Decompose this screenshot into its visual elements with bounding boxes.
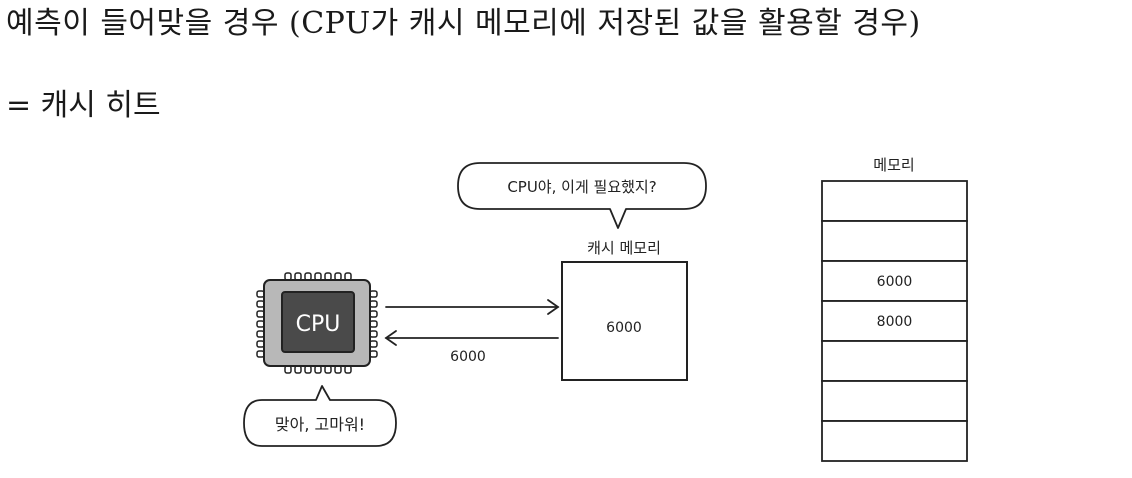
cpu-chip: CPU bbox=[256, 272, 378, 374]
cpu-pin bbox=[284, 272, 292, 281]
cpu-pin bbox=[314, 365, 322, 374]
cpu-pin bbox=[369, 310, 378, 318]
cpu-pin bbox=[369, 330, 378, 338]
cpu-pin bbox=[344, 272, 352, 281]
cache-value: 6000 bbox=[606, 320, 642, 336]
page-heading: 예측이 들어맞을 경우 (CPU가 캐시 메모리에 저장된 값을 활용할 경우) bbox=[6, 6, 921, 41]
memory-cell bbox=[821, 380, 968, 422]
memory-title: 메모리 bbox=[873, 156, 914, 174]
cpu-reply-bubble: 맞아, 고마워! bbox=[243, 385, 397, 447]
cpu-pin bbox=[304, 272, 312, 281]
cpu-pin bbox=[369, 300, 378, 308]
cache-bubble-text: CPU야, 이게 필요했지? bbox=[507, 178, 656, 196]
memory-cell-value: 8000 bbox=[877, 314, 913, 330]
cpu-pin bbox=[256, 290, 265, 298]
cpu-pin bbox=[369, 320, 378, 328]
cpu-pin bbox=[256, 340, 265, 348]
cpu-pin bbox=[256, 320, 265, 328]
cpu-pin bbox=[369, 350, 378, 358]
memory-cell bbox=[821, 420, 968, 462]
cpu-pin bbox=[369, 290, 378, 298]
memory-cell bbox=[821, 180, 968, 222]
cpu-pin bbox=[324, 365, 332, 374]
memory-cell bbox=[821, 260, 968, 302]
cpu-pin bbox=[256, 350, 265, 358]
cpu-pin bbox=[294, 365, 302, 374]
cpu-pin bbox=[256, 330, 265, 338]
cpu-pin bbox=[324, 272, 332, 281]
request-arrow bbox=[385, 299, 560, 315]
return-arrow bbox=[384, 330, 559, 346]
cpu-core bbox=[281, 291, 355, 353]
cpu-pin bbox=[294, 272, 302, 281]
memory-cell bbox=[821, 300, 968, 342]
cpu-label: CPU bbox=[296, 312, 341, 337]
cpu-pin bbox=[334, 365, 342, 374]
memory-stack: 6000 8000 bbox=[821, 180, 968, 462]
cpu-pin bbox=[304, 365, 312, 374]
cpu-pin bbox=[344, 365, 352, 374]
memory-cell-value: 6000 bbox=[877, 274, 913, 290]
cache-box bbox=[561, 261, 688, 381]
cpu-pin bbox=[334, 272, 342, 281]
cpu-reply-text: 맞아, 고마워! bbox=[275, 415, 365, 434]
cache-title: 캐시 메모리 bbox=[587, 239, 661, 257]
memory-cell bbox=[821, 340, 968, 382]
cpu-pin bbox=[256, 310, 265, 318]
cpu-pin bbox=[256, 300, 265, 308]
cpu-pin bbox=[369, 340, 378, 348]
cpu-pin bbox=[314, 272, 322, 281]
return-arrow-label: 6000 bbox=[450, 349, 486, 365]
memory-cell bbox=[821, 220, 968, 262]
cache-speech-bubble: CPU야, 이게 필요했지? bbox=[457, 162, 707, 229]
page-subheading: = 캐시 히트 bbox=[6, 88, 161, 123]
cpu-pin bbox=[284, 365, 292, 374]
